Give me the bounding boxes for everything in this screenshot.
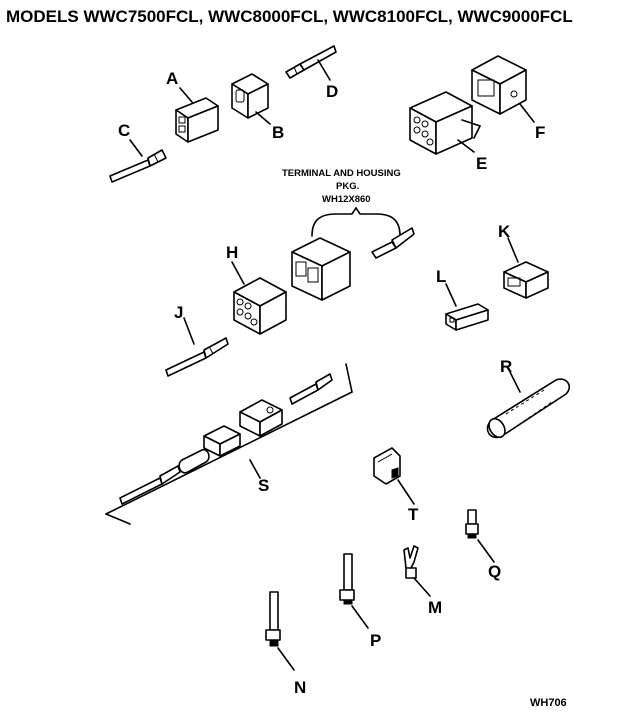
callout-m: M bbox=[428, 598, 442, 617]
callout-q: Q bbox=[488, 562, 501, 581]
part-k-small-housing: K bbox=[498, 222, 549, 299]
models-title: MODELS WWC7500FCL, WWC8000FCL, WWC8100FC… bbox=[6, 7, 573, 26]
part-p-tab-terminal: P bbox=[339, 553, 381, 650]
part-e-multi-pin-connector: E bbox=[409, 91, 487, 173]
part-b-connector-housing: B bbox=[231, 73, 284, 142]
part-r-sleeve: R bbox=[486, 357, 571, 439]
terminal-housing-package-note: TERMINAL AND HOUSING PKG. WH12X860 bbox=[282, 168, 401, 237]
callout-c: C bbox=[118, 121, 130, 140]
part-q-terminal: Q bbox=[465, 509, 501, 581]
callout-e: E bbox=[476, 154, 487, 173]
part-f-large-housing: F bbox=[471, 55, 545, 142]
callout-n: N bbox=[294, 678, 306, 697]
package-terminal bbox=[371, 227, 415, 259]
callout-r: R bbox=[500, 357, 512, 376]
callout-h: H bbox=[226, 243, 238, 262]
callout-k: K bbox=[498, 222, 511, 241]
part-s-splice-assembly: S bbox=[105, 363, 353, 525]
package-note-line1: TERMINAL AND HOUSING bbox=[282, 168, 401, 179]
part-l-insert: L bbox=[436, 267, 489, 331]
part-h-12-pin-housing: H bbox=[226, 243, 287, 335]
part-d-socket-terminal: D bbox=[285, 45, 338, 101]
part-j-pin-terminal: J bbox=[165, 303, 229, 377]
callout-b: B bbox=[272, 123, 284, 142]
package-note-line2: PKG. bbox=[336, 181, 359, 192]
part-c-pin-terminal: C bbox=[109, 121, 167, 183]
callout-a: A bbox=[166, 69, 178, 88]
part-n-terminal: N bbox=[265, 591, 306, 697]
package-housing bbox=[291, 237, 351, 301]
package-note-line3: WH12X860 bbox=[322, 194, 371, 205]
callout-t: T bbox=[408, 505, 419, 524]
callout-l: L bbox=[436, 267, 446, 286]
callout-f: F bbox=[535, 123, 545, 142]
part-m-fork-terminal: M bbox=[403, 545, 442, 617]
callout-s: S bbox=[258, 476, 269, 495]
callout-j: J bbox=[174, 303, 183, 322]
part-a-connector-housing: A bbox=[166, 69, 219, 143]
callout-d: D bbox=[326, 82, 338, 101]
callout-p: P bbox=[370, 631, 381, 650]
part-t-clip: T bbox=[373, 447, 419, 524]
drawing-code: WH706 bbox=[530, 697, 567, 709]
